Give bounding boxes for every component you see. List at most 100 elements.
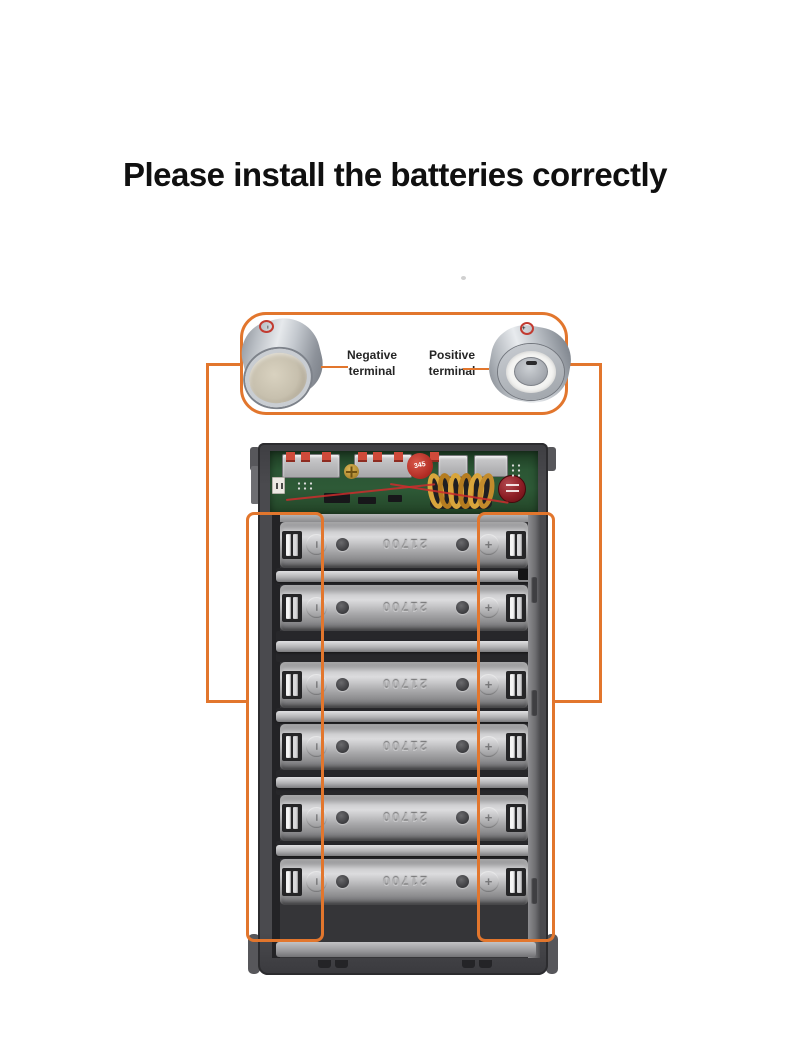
contact-blade [517,674,522,696]
negative-contact [282,671,302,699]
divider-rail [276,641,532,652]
slot-divider [276,841,532,859]
positive-callout-bracket-vertical [599,363,602,703]
negative-callout-bracket-bottom [206,700,248,703]
slot-hole [336,811,349,824]
battery-case: 345 −21700+−21700+−21700+−21700 [258,443,548,975]
case-inner-wall-left [272,514,280,958]
slot-hole [456,811,469,824]
contact-blade [510,534,515,556]
contact-blade [286,871,291,893]
cell-size-marking: 21700 [380,739,428,754]
negative-terminal-label: Negative terminal [346,348,398,378]
contact-blade [286,534,291,556]
smd-pad [301,452,310,462]
bottom-notch [462,960,475,968]
positive-terminal-photo: + [484,319,576,415]
smd-pad [358,452,367,462]
bottom-notch [335,960,348,968]
divider-rail [276,571,532,582]
contact-blade [510,807,515,829]
contact-blade [286,736,291,758]
contact-blade [293,871,298,893]
cell-size-marking: 21700 [380,677,428,692]
positive-contact [506,733,526,761]
contact-blade [293,807,298,829]
negative-callout-bracket-top [206,363,241,366]
divider-rail [276,711,532,722]
negative-contact [282,733,302,761]
slot-divider [276,770,532,795]
slot-area: −21700+−21700+−21700+−21700+−21700+−2170… [272,514,540,968]
slot-hole [336,740,349,753]
connector-pin [281,483,283,489]
contact-blade [510,674,515,696]
positive-label-pointer-line [463,368,489,370]
via-grid [296,481,313,492]
negative-label-pointer-line [321,366,348,368]
positive-callout-bracket-bottom [555,700,602,703]
capacitor-stripe [506,490,519,492]
contact-blade [517,534,522,556]
case-inner-wall-right [528,514,540,958]
contact-blade [293,597,298,619]
negative-column-highlight [246,512,324,942]
page-title: Please install the batteries correctly [122,156,668,193]
wall-groove [531,690,537,716]
usb-port [474,455,508,477]
positive-glyph: + [484,739,493,754]
usb-port [438,455,468,477]
contact-blade [517,807,522,829]
wall-groove [531,577,537,603]
positive-column-highlight [477,512,555,942]
contact-blade [286,807,291,829]
smd-pad [394,452,403,462]
slot-hole [456,875,469,888]
case-corner-tab [546,934,558,974]
cell-size-marking: 21700 [380,537,428,552]
positive-symbol: + [478,871,499,892]
slot-hole [456,601,469,614]
wall-groove [531,878,537,904]
slot-hole [336,678,349,691]
contact-blade [517,871,522,893]
positive-contact [506,671,526,699]
positive-symbol: + [478,807,499,828]
positive-glyph: + [484,810,493,825]
negative-contact [282,868,302,896]
case-side-connector [251,466,259,504]
capacitor-stripe [506,484,519,486]
slot-hole [456,740,469,753]
smd-pad [430,452,439,462]
negative-terminal-photo: − [233,310,330,414]
smd-pad [286,452,295,462]
case-corner-tab [546,447,556,471]
positive-glyph: + [484,677,493,692]
positive-glyph: + [484,537,493,552]
positive-callout-bracket-top [566,363,602,366]
print-artifact-dot [461,276,466,280]
negative-contact [282,594,302,622]
slot-hole [456,678,469,691]
contact-blade [517,736,522,758]
slot-divider [276,568,532,585]
contact-blade [510,736,515,758]
jst-connector [272,477,285,494]
divider-rail [276,845,532,856]
negative-engraving: − [263,325,270,329]
contact-blade [293,674,298,696]
cell-size-marking: 21700 [380,600,428,615]
via-grid [510,463,522,479]
ic-chip [388,495,402,502]
positive-glyph: + [484,600,493,615]
positive-contact [506,531,526,559]
ic-chip [358,497,376,504]
slot-divider [276,708,532,724]
positive-symbol: + [478,674,499,695]
contact-blade [510,871,515,893]
terminal-vent-notch [526,361,537,365]
circuit-board: 345 [270,450,538,514]
positive-terminal-label: Positive terminal [428,348,476,378]
positive-symbol: + [478,534,499,555]
